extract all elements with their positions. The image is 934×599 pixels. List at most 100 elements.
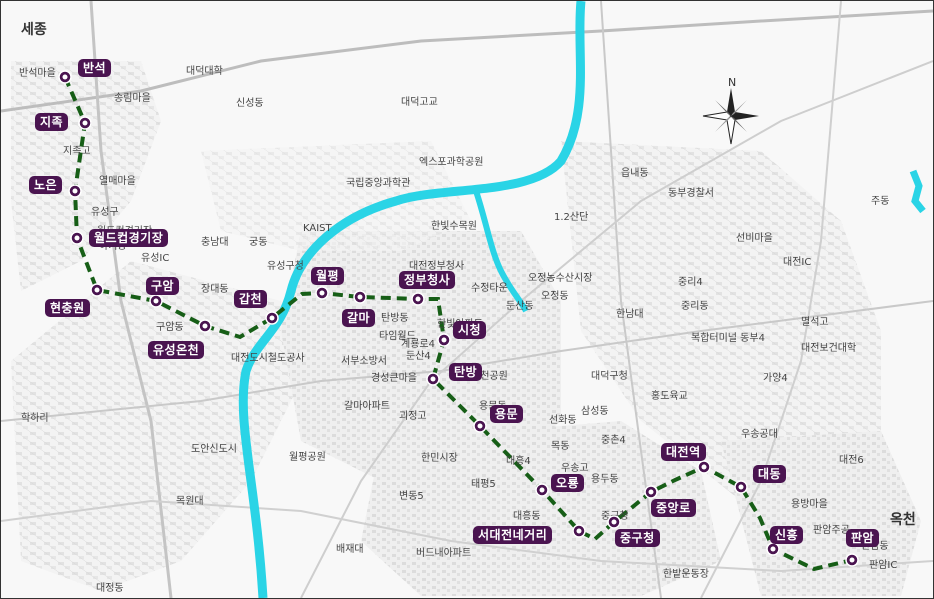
place-label: 대흥동 — [513, 511, 541, 522]
place-label: 탄방동 — [381, 313, 409, 324]
place-label: 주동 — [871, 196, 890, 207]
place-label: 서부소방서 — [341, 356, 387, 367]
place-label: 신성동 — [236, 98, 264, 109]
station-label-tanbang[interactable]: 탄방 — [449, 363, 483, 381]
station-label-guam[interactable]: 구암 — [146, 277, 180, 295]
place-label: 한빛수목원 — [431, 221, 477, 232]
station-marker-dot — [415, 296, 421, 302]
station-marker-dot — [738, 484, 744, 490]
place-label: 둔산4 — [406, 351, 431, 362]
place-label: 도안신도시 — [191, 444, 237, 455]
place-label: 엑스포과학공원 — [419, 157, 484, 168]
station-marker-dot — [202, 323, 208, 329]
place-label: 타임월드 — [379, 331, 416, 342]
place-label: 멸석고 — [801, 317, 829, 328]
station-label-noeun[interactable]: 노은 — [29, 176, 63, 194]
station-label-banseok[interactable]: 반석 — [78, 59, 112, 77]
place-label: 경성큰마을 — [371, 373, 417, 384]
station-marker-dot — [94, 287, 100, 293]
station-marker-dot — [82, 120, 88, 126]
place-label: 대전정부청사 — [409, 261, 465, 272]
station-label-worldcup[interactable]: 월드컵경기장 — [89, 229, 169, 247]
place-label: 우송공대 — [741, 429, 778, 440]
place-label: 대정동 — [96, 583, 124, 594]
station-marker-dot — [74, 235, 80, 241]
place-label: 한민시장 — [421, 453, 458, 464]
station-marker-dot — [430, 376, 436, 382]
place-label: 대전도시철도공사 — [231, 353, 305, 364]
place-label: 구암동 — [156, 322, 184, 333]
place-label: 대전IC — [783, 257, 812, 268]
station-marker-dot — [770, 546, 776, 552]
place-label: 대흥4 — [506, 456, 531, 467]
station-marker-dot — [72, 188, 78, 194]
station-label-junggucheong[interactable]: 중구청 — [615, 529, 660, 547]
station-label-oryu[interactable]: 오룡 — [551, 474, 585, 492]
place-label: 배재대 — [336, 544, 364, 555]
station-marker-dot — [701, 464, 707, 470]
station-marker-dot — [611, 519, 617, 525]
place-label: 한밭운동장 — [663, 569, 709, 580]
station-marker-dot — [62, 74, 68, 80]
station-label-hyeonchungwon[interactable]: 현충원 — [45, 299, 90, 317]
station-label-galma[interactable]: 갈마 — [342, 309, 376, 327]
station-label-wolpyeong[interactable]: 월평 — [311, 267, 345, 285]
place-label: 복합터미널 동부4 — [691, 333, 765, 344]
place-label: 월평공원 — [289, 452, 326, 463]
station-label-sinheung[interactable]: 신흥 — [770, 526, 804, 544]
place-label: 열매마을 — [99, 176, 136, 187]
station-marker-dot — [153, 298, 159, 304]
urban-area-jung-gu — [361, 421, 721, 596]
urban-area-daedeok — [201, 141, 471, 251]
place-label: 삼성동 — [581, 406, 609, 417]
station-label-seodaejeon[interactable]: 서대전네거리 — [473, 526, 553, 544]
place-label: 목동 — [551, 441, 570, 452]
station-marker-dot — [319, 290, 325, 296]
place-label: 용두동 — [591, 474, 619, 485]
station-label-panam[interactable]: 판암 — [846, 529, 880, 547]
place-label: 국립중앙과학관 — [346, 178, 411, 189]
place-label: 대덕구청 — [591, 371, 628, 382]
place-label: 대덕대학 — [186, 66, 223, 77]
place-label: 삼천공원 — [471, 371, 508, 382]
station-label-daedong[interactable]: 대동 — [753, 465, 787, 483]
station-marker-dot — [576, 528, 582, 534]
place-label: 우송고 — [561, 463, 589, 474]
urban-area-yuseong-south — [11, 261, 301, 591]
gapcheon-river — [238, 1, 586, 598]
place-label: 궁동 — [249, 237, 268, 248]
station-label-yuseongoncheon[interactable]: 유성온천 — [148, 341, 205, 359]
place-label: 선화동 — [549, 415, 577, 426]
city-label-sejong: 세종 — [21, 22, 47, 38]
station-label-daejeonyeok[interactable]: 대전역 — [661, 443, 706, 461]
place-label: 유성구 — [91, 207, 119, 218]
place-label: 대덕고교 — [401, 97, 438, 108]
place-label: 둔산동 — [506, 301, 534, 312]
place-label: 오정농수산시장 — [528, 273, 593, 284]
place-label: 송림마을 — [114, 93, 151, 104]
place-label: 판암IC — [869, 560, 898, 571]
place-label: 용방마을 — [791, 499, 828, 510]
place-label: 수정타운 — [471, 283, 508, 294]
station-label-govcomplex[interactable]: 정부청사 — [399, 271, 456, 289]
place-label: 동부경찰서 — [668, 188, 714, 199]
station-marker-dot — [477, 423, 483, 429]
station-marker-dot — [539, 487, 545, 493]
station-label-jungangro[interactable]: 중앙로 — [651, 499, 696, 517]
station-label-sicheong[interactable]: 시청 — [453, 321, 487, 339]
place-label: 장대동 — [201, 284, 229, 295]
station-label-jijok[interactable]: 지족 — [35, 113, 69, 131]
place-label: 대전보건대학 — [801, 343, 857, 354]
city-label-okcheon: 옥천 — [890, 512, 916, 528]
station-label-yongmun[interactable]: 용문 — [490, 405, 524, 423]
place-label: 홍도육교 — [651, 391, 688, 402]
place-label: 대전6 — [839, 455, 864, 466]
station-label-gapcheon[interactable]: 갑천 — [234, 290, 268, 308]
place-label: 중리동 — [681, 301, 709, 312]
place-label: 1.2산단 — [554, 212, 589, 223]
place-label: 갈마아파트 — [344, 401, 390, 412]
station-marker-dot — [269, 315, 275, 321]
station-marker-dot — [849, 557, 855, 563]
place-label: 유성IC — [141, 253, 170, 264]
